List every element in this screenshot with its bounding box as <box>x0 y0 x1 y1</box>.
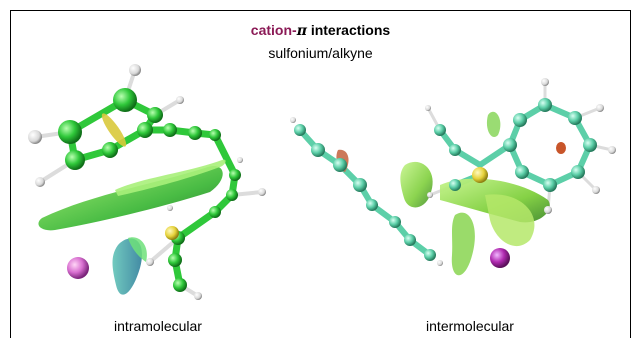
nci-surface-large <box>38 166 223 231</box>
title-cation-text: cation- <box>250 22 297 38</box>
cation-ion-left <box>67 257 89 279</box>
cation-ion-right <box>490 248 510 268</box>
carbon-atoms-right <box>294 98 597 261</box>
title-pi-symbol: π <box>296 23 307 39</box>
hydrogen-atoms-left <box>28 64 266 300</box>
carbon-atoms-left <box>58 88 241 292</box>
figure-subtitle: sulfonium/alkyne <box>268 45 373 61</box>
nci-surface-small <box>112 238 142 295</box>
title-rest-text: interactions <box>306 22 391 38</box>
intramolecular-label: intramolecular <box>114 318 202 334</box>
sulfur-atom-left <box>165 226 179 240</box>
intermolecular-label: intermolecular <box>426 318 514 334</box>
sulfur-atom-right <box>472 167 488 183</box>
figure-title: cation-π interactions <box>0 22 641 39</box>
hydrogen-atoms-right <box>290 78 616 266</box>
ring-centroid-marker <box>556 142 566 154</box>
